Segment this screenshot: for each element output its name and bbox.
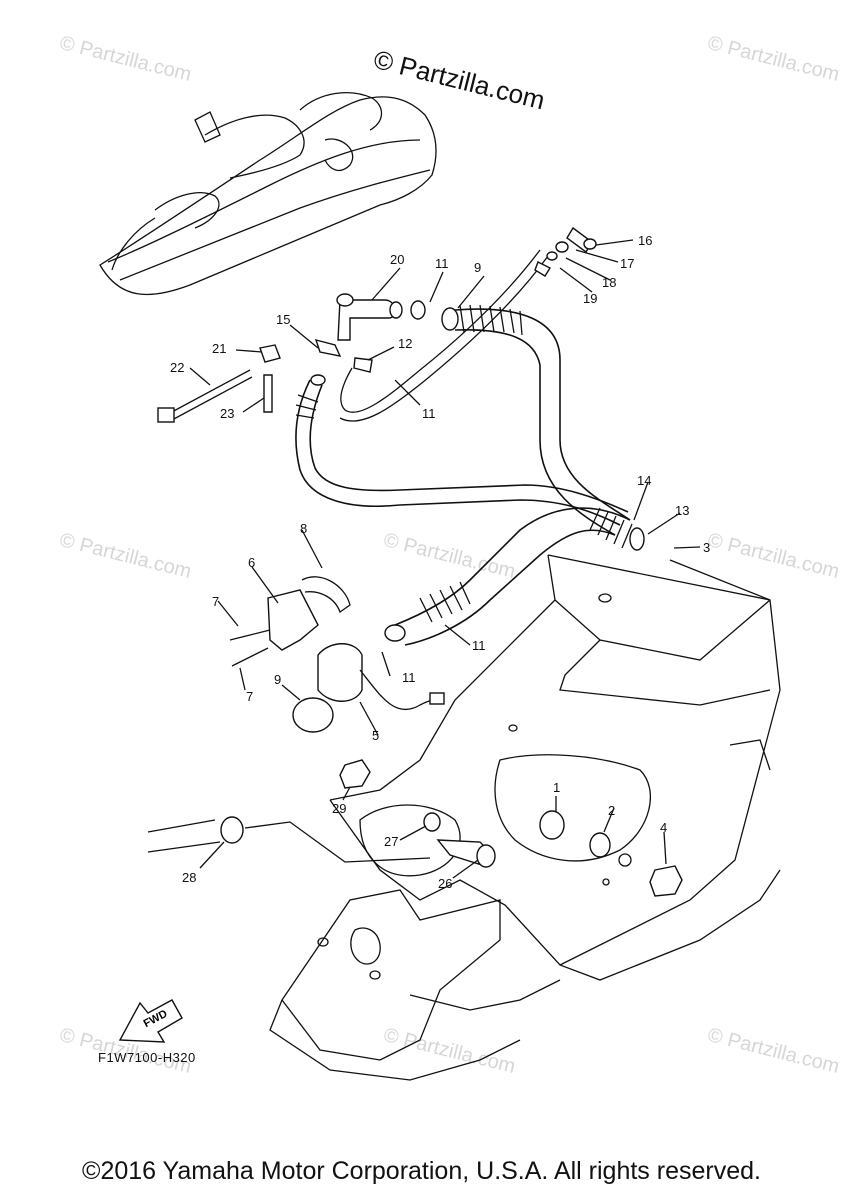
callout: 20 [390,252,404,267]
callout: 6 [248,555,255,570]
callout: 27 [384,834,398,849]
callout: 26 [438,876,452,891]
tie-strap [157,369,253,423]
callout: 3 [703,540,710,555]
callout: 7 [212,594,219,609]
callout: 28 [182,870,196,885]
callout: 22 [170,360,184,375]
callout: 11 [422,406,436,421]
hull-illustration [269,554,781,1081]
callout: 12 [398,336,412,351]
rivet [263,374,273,413]
drain-fittings [147,559,771,897]
callout: 13 [675,503,689,518]
fwd-arrow [118,999,183,1043]
hose-corrugation [295,304,633,623]
callout: 7 [246,689,253,704]
callout: 8 [300,521,307,536]
elbow-fitting [314,293,426,373]
callout: 11 [402,670,416,685]
callout: 5 [372,728,379,743]
callout: 11 [472,638,486,653]
diagram-code: F1W7100-H320 [98,1050,196,1065]
thin-hose [340,249,541,413]
callout: 2 [608,803,615,818]
callout: 9 [274,672,281,687]
callout: 9 [474,260,481,275]
copyright-footer: ©2016 Yamaha Motor Corporation, U.S.A. A… [82,1157,761,1185]
callout: 16 [638,233,652,248]
callout-labels: 16 17 18 19 20 11 9 15 12 21 22 23 11 14… [170,233,710,891]
callout: 1 [553,780,560,795]
callout: 15 [276,312,290,327]
callout: 29 [332,801,346,816]
callout: 23 [220,406,234,421]
callout: 11 [435,256,449,271]
watercraft-illustration [99,92,437,296]
callout: 18 [602,275,616,290]
callout: 19 [583,291,597,306]
callout: 14 [637,473,651,488]
clip [259,344,281,363]
bolt-assembly [534,226,597,277]
callout: 21 [212,341,226,356]
leader-lines [189,239,701,879]
water-hose [295,304,645,646]
callout: 17 [620,256,634,271]
callout: 4 [660,820,667,835]
pump-bracket [229,576,445,733]
